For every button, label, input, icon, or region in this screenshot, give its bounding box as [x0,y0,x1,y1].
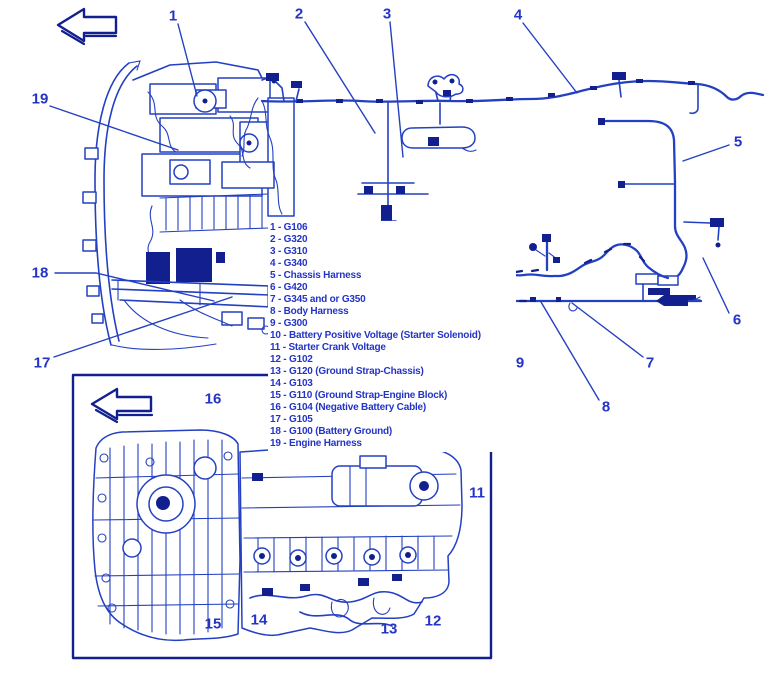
legend-item: 14 - G103 [270,378,313,389]
engine-side-view [92,429,463,642]
callout-8: 8 [601,398,611,416]
callout-17: 17 [33,354,51,372]
body-harness [490,234,703,312]
callout-2: 2 [294,5,304,23]
legend-item: 10 - Battery Positive Voltage (Starter S… [270,330,481,341]
legend-item: 11 - Starter Crank Voltage [270,342,386,353]
legend-item: 2 - G320 [270,234,308,245]
legend-item: 15 - G110 (Ground Strap-Engine Block) [270,390,448,401]
callout-4: 4 [513,6,523,24]
legend-item: 1 - G106 [270,222,308,233]
legend-item: 12 - G102 [270,354,313,365]
callout-11: 11 [469,484,485,502]
direction-arrow-icon [56,7,118,46]
legend-item: 4 - G340 [270,258,308,269]
legend-item: 16 - G104 (Negative Battery Cable) [270,402,427,413]
callout-5: 5 [733,133,743,151]
callout-9: 9 [515,354,525,372]
callout-18: 18 [31,264,49,282]
callout-1: 1 [168,7,178,25]
callout-6: 6 [732,311,742,329]
callout-12: 12 [424,612,442,630]
callout-3: 3 [382,5,392,23]
callout-14: 14 [250,611,268,629]
legend-item: 17 - G105 [270,414,313,425]
legend-item: 7 - G345 and or G350 [270,294,366,305]
legend-item: 6 - G420 [270,282,308,293]
legend-item: 5 - Chassis Harness [270,270,362,281]
legend: 1 - G106 2 - G320 3 - G310 4 - G340 5 - … [268,221,516,452]
legend-item: 19 - Engine Harness [270,438,362,449]
harness-clips [296,79,695,104]
callout-16: 16 [204,390,222,408]
legend-item: 13 - G120 (Ground Strap-Chassis) [270,366,424,377]
engine-top-view [82,60,295,350]
direction-arrow-inset-icon [90,387,154,424]
legend-item: 8 - Body Harness [270,306,349,317]
legend-item: 18 - G100 (Battery Ground) [270,426,393,437]
legend-item: 3 - G310 [270,246,308,257]
callout-19: 19 [31,90,49,108]
legend-item: 9 - G300 [270,318,308,329]
callout-13: 13 [380,620,398,638]
callout-7: 7 [645,354,655,372]
callout-15: 15 [204,615,222,633]
